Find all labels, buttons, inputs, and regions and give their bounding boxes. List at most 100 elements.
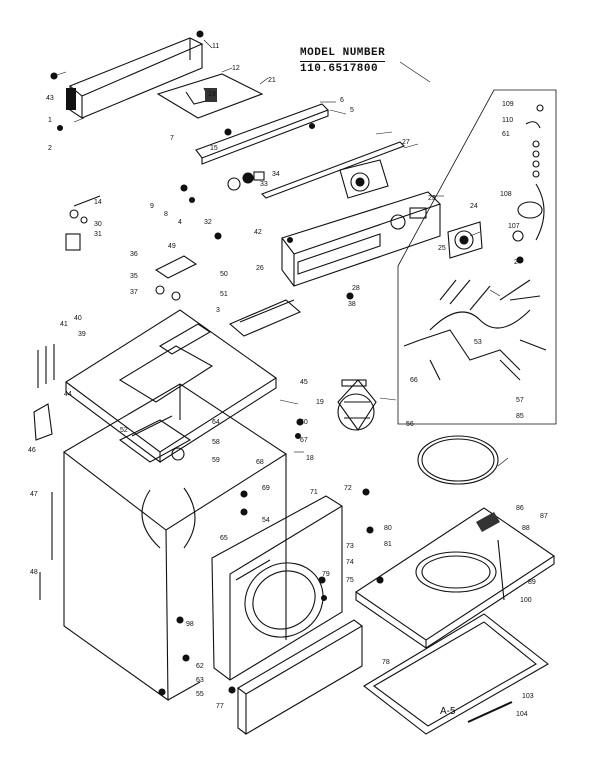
callout: 28 — [352, 285, 360, 292]
callout: 55 — [196, 691, 204, 698]
callout: 5 — [350, 107, 354, 114]
callout: 108 — [500, 191, 512, 198]
callout: 9 — [150, 203, 154, 210]
callout: 2 — [514, 259, 518, 266]
callout: 7 — [170, 135, 174, 142]
callout: 81 — [384, 541, 392, 548]
callout: 73 — [346, 543, 354, 550]
callout: 61 — [502, 131, 510, 138]
timer-switch-cluster — [227, 159, 389, 199]
callout: 54 — [262, 517, 270, 524]
callout: 79 — [322, 571, 330, 578]
callout: 104 — [516, 711, 528, 718]
top-cover — [65, 309, 277, 464]
callout: 63 — [196, 677, 204, 684]
callout: 2 — [48, 145, 52, 152]
callout: 75 — [346, 577, 354, 584]
control-knob — [447, 221, 483, 259]
callout: 26 — [256, 265, 264, 272]
callout: 74 — [346, 559, 354, 566]
callout: 58 — [212, 439, 220, 446]
callout: 27 — [402, 139, 410, 146]
bottom-tray — [363, 613, 549, 735]
callout: 15 — [210, 145, 218, 152]
callout: 107 — [508, 223, 520, 230]
callout: 36 — [130, 251, 138, 258]
callout: 42 — [254, 229, 262, 236]
callout: 68 — [256, 459, 264, 466]
callout: 47 — [30, 491, 38, 498]
callout: 21 — [268, 77, 276, 84]
callout: 109 — [502, 101, 514, 108]
callout: 32 — [204, 219, 212, 226]
control-panel-front — [281, 191, 442, 287]
callout: 38 — [348, 301, 356, 308]
callout: 3 — [216, 307, 220, 314]
callout: 4 — [178, 219, 182, 226]
left-small-parts — [33, 195, 198, 441]
callout: 41 — [60, 321, 68, 328]
callout: 50 — [220, 271, 228, 278]
base-pan — [355, 507, 555, 650]
callout: 72 — [344, 485, 352, 492]
callout: 43 — [46, 95, 54, 102]
callout: 35 — [130, 273, 138, 280]
part-callouts: 11 12 43 21 7 15 1 2 9 8 13 6 5 27 34 33… — [28, 43, 548, 718]
callout: 48 — [30, 569, 38, 576]
callout: 100 — [520, 597, 532, 604]
callout: 88 — [522, 525, 530, 532]
callout: 87 — [540, 513, 548, 520]
callout: 19 — [316, 399, 324, 406]
wiring-harness-box — [397, 89, 557, 425]
callout: 69 — [262, 485, 270, 492]
callout: 85 — [516, 413, 524, 420]
callout: 6 — [340, 97, 344, 104]
callout: 49 — [168, 243, 176, 250]
callout: 46 — [28, 447, 36, 454]
model-label: MODEL NUMBER — [300, 46, 386, 62]
callout: 30 — [94, 221, 102, 228]
callout: 39 — [78, 331, 86, 338]
callout: 45 — [300, 379, 308, 386]
callout: 89 — [528, 579, 536, 586]
drum-seal-ring — [417, 435, 499, 485]
callout: 51 — [220, 291, 228, 298]
front-panel — [211, 495, 343, 681]
harness-bracket — [156, 73, 264, 119]
callout: 52 — [120, 427, 128, 434]
callout: 78 — [382, 659, 390, 666]
callout: 11 — [212, 43, 219, 50]
lint-strip — [228, 299, 302, 337]
callout: 25 — [438, 245, 446, 252]
callout: 65 — [220, 535, 228, 542]
console-rail — [261, 141, 405, 199]
callout: 53 — [474, 339, 482, 346]
callout: 71 — [310, 489, 318, 496]
callout: 64 — [212, 419, 220, 426]
callout: 56 — [406, 421, 414, 428]
callout: 77 — [216, 703, 224, 710]
model-callout-line — [399, 61, 431, 83]
callout: 13 — [208, 91, 216, 98]
toe-panel — [237, 619, 363, 735]
hardware-screws — [50, 30, 524, 696]
callout: 86 — [516, 505, 524, 512]
callout: 44 — [64, 391, 72, 398]
top-rail-bracket — [66, 37, 204, 120]
callout: 110 — [502, 117, 513, 124]
right-small-parts — [512, 104, 545, 242]
callout: 24 — [470, 203, 478, 210]
callout: 98 — [186, 621, 194, 628]
callout: 57 — [516, 397, 524, 404]
callout: 37 — [130, 289, 138, 296]
rod — [467, 701, 513, 723]
cabinet-body — [39, 383, 288, 702]
model-number-block: MODEL NUMBER 110.6517800 — [300, 46, 404, 82]
callout: 80 — [384, 525, 392, 532]
control-rail — [195, 103, 329, 165]
callout: 59 — [212, 457, 220, 464]
callout: 1 — [48, 117, 52, 124]
leader-lines — [53, 39, 509, 467]
